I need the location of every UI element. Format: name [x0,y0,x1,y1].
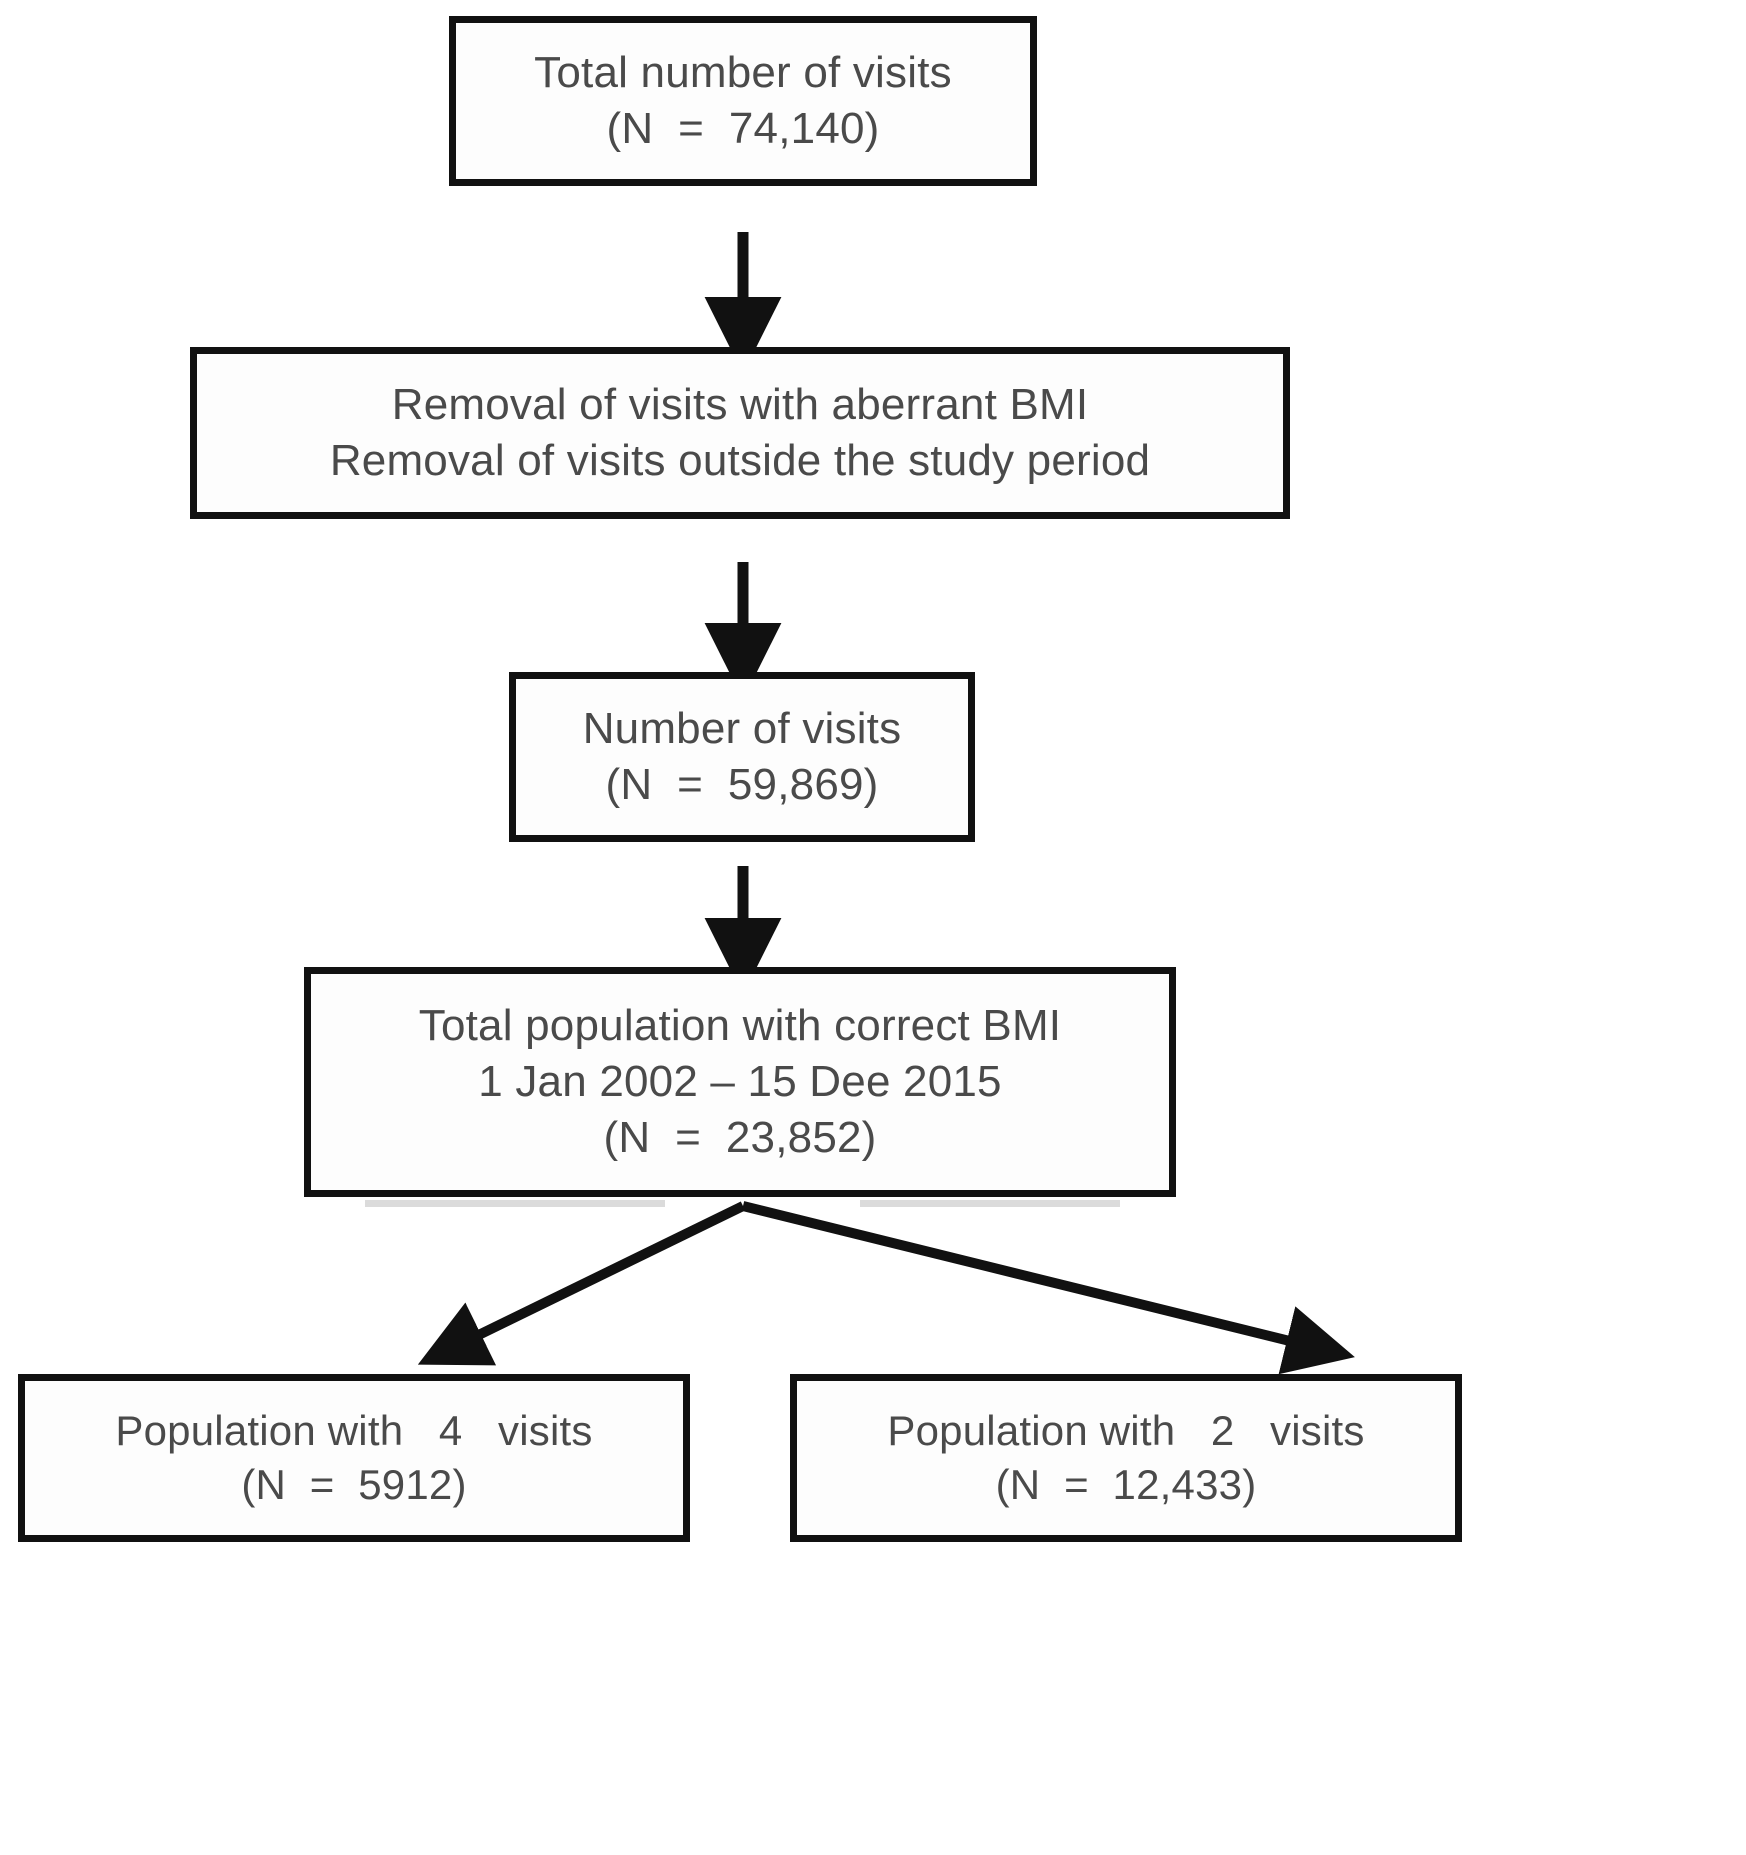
scan-artifact-bar-left [365,1200,665,1207]
node-population-4-visits: Population with 4 visits (N = 5912) [18,1374,690,1542]
node-removal-criteria-line-1: Removal of visits with aberrant BMI [391,379,1089,429]
node-population-2-visits-line-1: Population with 2 visits [887,1407,1365,1455]
node-removal-criteria: Removal of visits with aberrant BMI Remo… [190,347,1290,519]
node-total-population: Total population with correct BMI 1 Jan … [304,967,1176,1197]
node-population-4-visits-line-1: Population with 4 visits [115,1407,593,1455]
arrow-total-population-to-2-visits [741,1201,1355,1375]
node-total-visits-line-2: (N = 74,140) [606,104,880,153]
node-total-population-line-2: 1 Jan 2002 – 15 Dee 2015 [478,1056,1002,1106]
node-visits-count-line-1: Number of visits [582,703,902,753]
node-population-4-visits-line-2: (N = 5912) [241,1461,467,1508]
node-population-2-visits-line-2: (N = 12,433) [995,1461,1257,1508]
node-total-population-line-1: Total population with correct BMI [418,1000,1062,1050]
arrow-total-population-to-4-visits [417,1201,746,1366]
node-total-visits-line-1: Total number of visits [534,47,952,97]
node-removal-criteria-line-2: Removal of visits outside the study peri… [329,436,1151,485]
node-population-2-visits: Population with 2 visits (N = 12,433) [790,1374,1462,1542]
scan-artifact-bar-right [860,1200,1120,1207]
node-visits-count-line-2: (N = 59,869) [605,760,879,809]
node-visits-count: Number of visits (N = 59,869) [509,672,975,842]
node-total-visits: Total number of visits (N = 74,140) [449,16,1037,186]
node-total-population-line-3: (N = 23,852) [603,1113,877,1163]
